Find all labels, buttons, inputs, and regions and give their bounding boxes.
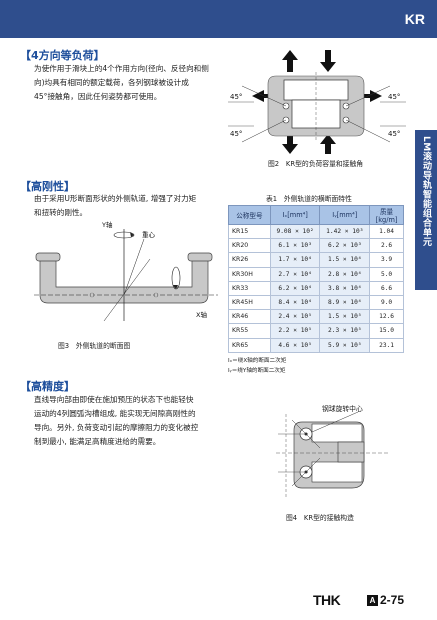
- cell-mass: 15.0: [369, 323, 404, 339]
- figure-3-rail-section: Y轴 重心 X轴: [34, 220, 218, 322]
- side-tab: LM滚动导轨智能组合单元: [415, 130, 437, 290]
- cell-model: KR15: [228, 223, 271, 240]
- cell-ix: 1.7 × 10⁴: [269, 252, 321, 268]
- cell-ix: 2.4 × 10⁵: [269, 309, 321, 325]
- figure-2-load-diagram: 45° 45° 45° 45°: [228, 50, 406, 154]
- cell-mass: 23.1: [369, 337, 404, 353]
- brand-logo: THK: [313, 592, 341, 608]
- text-line: 导向。另外, 负荷变动引起的摩擦阻力的变化被控: [34, 423, 199, 432]
- figure-4-caption: 图4 KR型的接触构造: [286, 514, 354, 522]
- figure-2-caption: 图2 KR型的负荷容量和接触角: [268, 160, 364, 168]
- cell-mass: 5.0: [369, 266, 404, 282]
- text-line: 运动的4列圆弧沟槽组成, 能实现无间隙高刚性的: [34, 409, 196, 418]
- cell-ix: 4.6 × 10⁵: [269, 337, 321, 353]
- text-line: 向)均具有相同的额定载荷，各列钢球被设计成: [34, 78, 189, 87]
- cell-model: KR26: [228, 252, 271, 268]
- cell-iy: 8.9 × 10⁴: [319, 294, 371, 311]
- cell-mass: 6.6: [369, 280, 404, 296]
- table-1-title: 表1 外侧轨道的横断面特性: [266, 195, 352, 203]
- figure-4-contact-structure: [276, 411, 390, 498]
- text-line: 和扭转的刚性。: [34, 208, 88, 217]
- cell-mass: 3.9: [369, 252, 404, 268]
- cell-model: KR20: [228, 238, 271, 254]
- cell-iy: 6.2 × 10³: [319, 238, 371, 254]
- page-badge: A: [367, 595, 378, 606]
- cell-iy: 5.9 × 10⁵: [319, 337, 371, 353]
- cell-ix: 9.08 × 10²: [269, 223, 321, 240]
- section-title-equal-load: 【4方向等负荷】: [20, 49, 105, 62]
- column-header-iy: Iᵧ[mm⁴]: [319, 205, 371, 225]
- cell-model: KR65: [228, 337, 271, 353]
- x-axis-label: X轴: [196, 310, 207, 319]
- cell-ix: 6.1 × 10³: [269, 238, 321, 254]
- cell-iy: 2.8 × 10⁴: [319, 266, 371, 282]
- cell-ix: 2.2 × 10⁵: [269, 323, 321, 339]
- cell-ix: 6.2 × 10⁴: [269, 280, 321, 296]
- text-line: 直线导向部由即使在施加预压的状态下也能轻快: [34, 395, 194, 404]
- cell-iy: 1.5 × 10⁴: [319, 252, 371, 268]
- column-header-mass: 质量[kg/m]: [369, 205, 404, 225]
- figure-3-caption: 图3 外侧轨道的断面图: [58, 342, 131, 350]
- cell-mass: 2.6: [369, 238, 404, 254]
- cell-ix: 2.7 × 10⁴: [269, 266, 321, 282]
- column-header-model: 公称型号: [228, 205, 271, 225]
- cell-ix: 8.4 × 10⁴: [269, 294, 321, 311]
- cell-model: KR30H: [228, 266, 271, 282]
- table-note-ix: Iₓ＝绕X轴的断面二次矩: [228, 358, 287, 364]
- table-header-row: 公称型号 Iₓ[mm⁴] Iᵧ[mm⁴] 质量[kg/m]: [228, 205, 404, 225]
- section-title-high-rigidity: 【高刚性】: [20, 180, 75, 193]
- column-header-ix: Iₓ[mm⁴]: [269, 205, 321, 225]
- section-text-high-rigidity: 由于采用U形断面形状的外侧轨道, 增强了对力矩 和扭转的刚性。: [34, 192, 219, 220]
- side-tab-label: LM滚动导轨智能组合单元: [421, 136, 431, 247]
- figure-4-label: 钢球旋转中心: [322, 405, 363, 413]
- header-product-code: KR: [404, 11, 425, 27]
- centroid-label: 重心: [142, 231, 156, 239]
- section-text-high-precision: 直线导向部由即使在施加预压的状态下也能轻快 运动的4列圆弧沟槽组成, 能实现无间…: [34, 393, 224, 449]
- cell-mass: 9.0: [369, 294, 404, 311]
- angle-label-top-right: 45°: [388, 93, 400, 101]
- page-header-bar: KR: [0, 0, 437, 38]
- cell-iy: 1.5 × 10⁵: [319, 309, 371, 325]
- text-line: 制到最小, 能满足高精度进给的需要。: [34, 437, 161, 446]
- text-line: 45°接触角，因此任何姿势都可使用。: [34, 92, 162, 101]
- table-note-iy: Iᵧ＝绕Y轴的断面二次矩: [228, 368, 286, 374]
- y-axis-label: Y轴: [101, 220, 113, 229]
- cell-model: KR46: [228, 309, 271, 325]
- cell-iy: 1.42 × 10³: [319, 223, 371, 240]
- cell-mass: 1.04: [369, 223, 404, 240]
- section-text-equal-load: 为使作用于滑块上的4个作用方向(径向、反径向和侧 向)均具有相同的额定载荷，各列…: [34, 62, 219, 104]
- cell-model: KR33: [228, 280, 271, 296]
- cell-iy: 3.8 × 10⁴: [319, 280, 371, 296]
- cell-mass: 12.6: [369, 309, 404, 325]
- section-title-high-precision: 【高精度】: [20, 380, 75, 393]
- text-line: 为使作用于滑块上的4个作用方向(径向、反径向和侧: [34, 64, 209, 73]
- angle-label-bottom-left: 45°: [230, 130, 242, 138]
- page-number-text: 2-75: [380, 593, 405, 607]
- angle-label-bottom-right: 45°: [388, 130, 400, 138]
- cell-model: KR45H: [228, 294, 271, 311]
- cell-iy: 2.3 × 10⁵: [319, 323, 371, 339]
- cell-model: KR55: [228, 323, 271, 339]
- angle-label-top-left: 45°: [230, 93, 242, 101]
- text-line: 由于采用U形断面形状的外侧轨道, 增强了对力矩: [34, 194, 197, 203]
